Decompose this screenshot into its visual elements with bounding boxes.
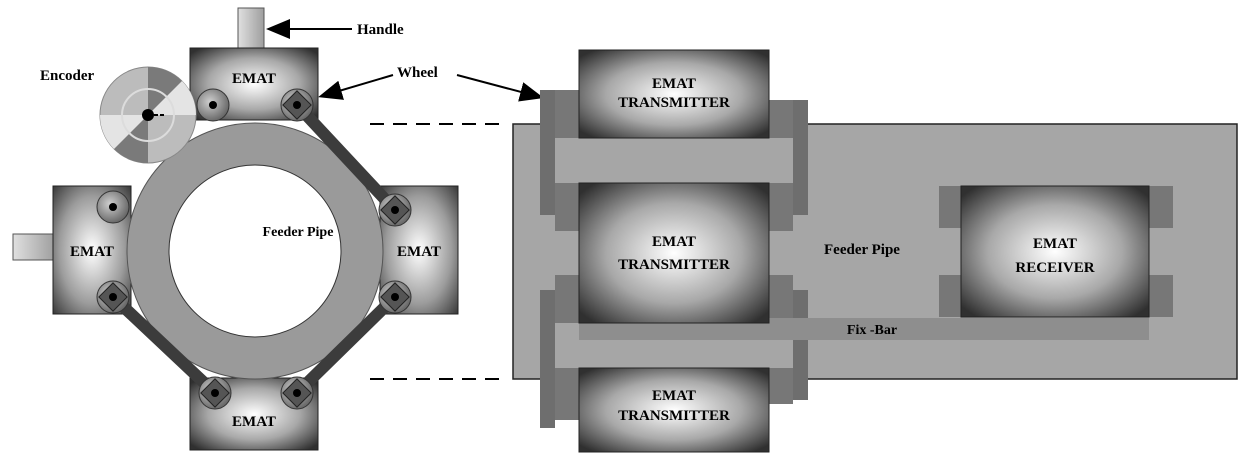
tab-t2-left-b <box>555 275 579 323</box>
emat-label-right: EMAT <box>397 244 441 260</box>
left-handle <box>12 233 56 261</box>
arm-lower-left <box>107 291 221 399</box>
wheel-arrow-right <box>456 74 544 102</box>
emat-label-bottom: EMAT <box>232 414 276 430</box>
emat-transmitter-1-line1: EMAT <box>652 76 696 92</box>
bracket-left-top <box>540 90 555 215</box>
emat-transmitter-3 <box>578 367 770 453</box>
encoder-icon <box>99 66 197 164</box>
tab-rx-left-a <box>939 186 961 228</box>
feeder-pipe-bore <box>168 164 342 338</box>
wheel-bottom-right <box>280 376 314 410</box>
tab-t2-right-b <box>769 275 793 323</box>
arm-lower-right <box>291 291 401 399</box>
arm-upper-right <box>291 99 401 216</box>
wheel-left-top <box>96 190 130 224</box>
tab-t3-left-a <box>555 368 579 420</box>
wheel-arrow-left <box>318 74 394 100</box>
emat-receiver-line2: RECEIVER <box>1015 260 1094 276</box>
emat-transmitter-1-line2: TRANSMITTER <box>618 95 730 111</box>
tab-rx-left-b <box>939 275 961 317</box>
emat-transmitter-2-line1: EMAT <box>652 234 696 250</box>
feeder-pipe-label-left: Feeder Pipe <box>263 225 334 240</box>
wheel-label: Wheel <box>397 65 438 81</box>
bracket-right-top <box>793 100 808 215</box>
tab-t1-left-a <box>555 90 579 138</box>
tab-t3-right-a <box>769 368 793 404</box>
tab-t1-right-a <box>769 100 793 138</box>
tab-rx-right-b <box>1149 275 1173 317</box>
wheel-right-bottom <box>378 280 412 314</box>
feeder-pipe-label-right: Feeder Pipe <box>824 242 900 258</box>
emat-transmitter-1 <box>578 49 770 139</box>
emat-transmitter-3-line1: EMAT <box>652 388 696 404</box>
bracket-right-bottom <box>793 290 808 400</box>
wheel-top-right <box>280 88 314 122</box>
top-handle <box>237 7 265 51</box>
wheel-right-top <box>378 193 412 227</box>
wheel-left-bottom <box>96 280 130 314</box>
tab-rx-right-a <box>1149 186 1173 228</box>
emat-label-left: EMAT <box>70 244 114 260</box>
right-side-view: Fix -Bar EMAT TRANSMITTER EMAT TRANSMITT… <box>512 49 1238 453</box>
tab-t2-right-a <box>769 183 793 231</box>
left-cross-section-view: EMAT EMAT EMAT EMAT Feeder Pipe Handle E… <box>12 7 544 451</box>
emat-receiver <box>960 185 1150 318</box>
emat-transmitter-2-line2: TRANSMITTER <box>618 257 730 273</box>
emat-transmitter-3-line2: TRANSMITTER <box>618 408 730 424</box>
wheel-bottom-left <box>198 376 232 410</box>
bracket-left-bottom <box>540 290 555 428</box>
encoder-label: Encoder <box>40 68 95 84</box>
tab-t2-left-a <box>555 183 579 231</box>
handle-label: Handle <box>357 22 404 38</box>
emat-receiver-line1: EMAT <box>1033 236 1077 252</box>
emat-transmitter-2 <box>578 182 770 324</box>
emat-label-top: EMAT <box>232 71 276 87</box>
fix-bar-label: Fix -Bar <box>847 323 897 338</box>
wheel-top-left <box>196 88 230 122</box>
